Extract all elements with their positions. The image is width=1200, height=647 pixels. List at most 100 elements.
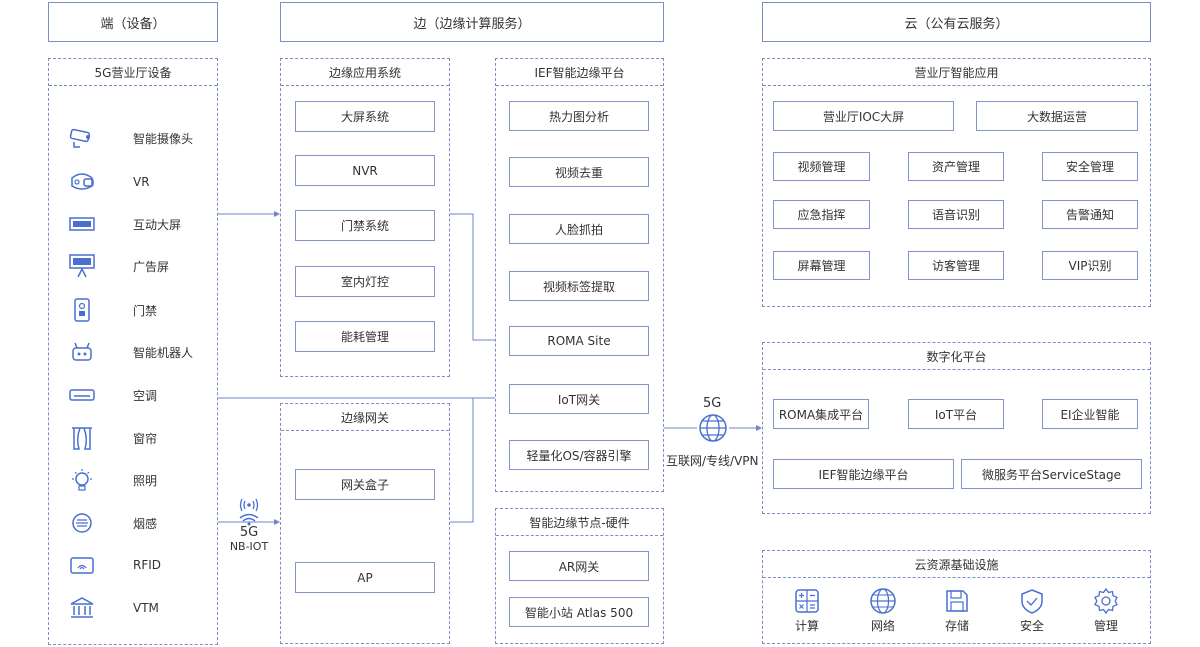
column-header-device: 端（设备） — [48, 2, 218, 42]
vr-headset-icon — [67, 167, 97, 197]
infra-label: 网络 — [870, 619, 895, 633]
hardware-item[interactable]: AR网关 — [509, 551, 649, 581]
digital-platform-panel: 数字化平台 ROMA集成平台 IoT平台 EI企业智能 IEF智能边缘平台 微服… — [762, 342, 1151, 514]
globe-icon — [870, 588, 896, 614]
hall-app-item[interactable]: 告警通知 — [1042, 200, 1138, 229]
hall-app-item[interactable]: 语音识别 — [908, 200, 1004, 229]
infra-label: 安全 — [1019, 619, 1044, 633]
edge-hardware-title: 智能边缘节点-硬件 — [496, 509, 663, 536]
device-item: 智能摄像头 — [49, 123, 217, 153]
device-item: 广告屏 — [49, 251, 217, 281]
hall-app-item[interactable]: 屏幕管理 — [773, 251, 870, 280]
smoke-detector-icon — [67, 508, 97, 538]
device-label: 互动大屏 — [133, 217, 182, 232]
hall-app-item[interactable]: 访客管理 — [908, 251, 1004, 280]
curtain-icon — [67, 423, 97, 453]
device-item: 烟感 — [49, 508, 217, 538]
infra-item[interactable]: 管理 — [1081, 587, 1131, 634]
ief-item[interactable]: 热力图分析 — [509, 101, 649, 131]
app-item[interactable]: 大屏系统 — [295, 101, 435, 132]
column-header-cloud: 云（公有云服务） — [762, 2, 1151, 42]
app-item[interactable]: 室内灯控 — [295, 266, 435, 297]
app-item[interactable]: NVR — [295, 155, 435, 186]
device-item: VR — [49, 167, 217, 197]
gateway-item[interactable]: 网关盒子 — [295, 469, 435, 500]
hall-app-item[interactable]: VIP识别 — [1042, 251, 1138, 280]
wireless-link: 5G NB-IOT — [222, 496, 276, 568]
platform-item[interactable]: IEF智能边缘平台 — [773, 459, 954, 489]
wireless-signal-icon — [239, 498, 259, 526]
device-item: 窗帘 — [49, 423, 217, 453]
infra-label: 计算 — [794, 619, 819, 633]
device-item: VTM — [49, 593, 217, 623]
devices-panel-title: 5G营业厅设备 — [49, 59, 217, 86]
device-item: 照明 — [49, 465, 217, 495]
cloud-infra-panel: 云资源基础设施 计算 网络 存储 安全 管理 — [762, 550, 1151, 644]
ief-item[interactable]: 人脸抓拍 — [509, 214, 649, 244]
ief-item[interactable]: IoT网关 — [509, 384, 649, 414]
column-header-cloud-label: 云（公有云服务） — [904, 16, 1009, 32]
infra-label: 存储 — [944, 619, 969, 633]
large-screen-icon — [67, 209, 97, 239]
calculator-icon — [795, 589, 819, 613]
ad-screen-icon — [67, 251, 97, 281]
infra-item[interactable]: 安全 — [1007, 587, 1057, 634]
device-label: 窗帘 — [133, 431, 158, 446]
robot-icon — [67, 337, 97, 367]
app-item[interactable]: 能耗管理 — [295, 321, 435, 352]
device-label: 广告屏 — [133, 259, 170, 274]
hall-app-item[interactable]: 应急指挥 — [773, 200, 870, 229]
app-item[interactable]: 门禁系统 — [295, 210, 435, 241]
ief-item[interactable]: 视频去重 — [509, 157, 649, 187]
edge-gateway-panel: 边缘网关 网关盒子 AP — [280, 403, 450, 644]
globe-link-icon — [697, 412, 729, 444]
hall-apps-title: 营业厅智能应用 — [763, 59, 1150, 86]
device-item: 门禁 — [49, 295, 217, 325]
infra-item[interactable]: 存储 — [932, 587, 982, 634]
hall-app-item[interactable]: 大数据运营 — [976, 101, 1138, 131]
access-control-icon — [67, 295, 97, 325]
infra-item[interactable]: 计算 — [782, 587, 832, 634]
infra-label: 管理 — [1093, 619, 1118, 633]
device-label: VTM — [133, 601, 159, 615]
ief-item[interactable]: 轻量化OS/容器引擎 — [509, 440, 649, 470]
hall-app-item[interactable]: 视频管理 — [773, 152, 870, 181]
device-item: 空调 — [49, 380, 217, 410]
device-item: 互动大屏 — [49, 209, 217, 239]
device-label: RFID — [133, 558, 162, 572]
device-item: 智能机器人 — [49, 337, 217, 367]
ief-platform-title: IEF智能边缘平台 — [496, 59, 663, 86]
infra-item[interactable]: 网络 — [858, 587, 908, 634]
edge-app-system-panel: 边缘应用系统 大屏系统 NVR 门禁系统 室内灯控 能耗管理 — [280, 58, 450, 377]
hall-app-item[interactable]: 安全管理 — [1042, 152, 1138, 181]
device-label: 智能摄像头 — [133, 131, 194, 146]
cloud-infra-title: 云资源基础设施 — [763, 551, 1150, 578]
column-header-edge-label: 边（边缘计算服务） — [413, 16, 531, 32]
platform-item[interactable]: IoT平台 — [908, 399, 1004, 429]
wireless-nbiot-label: NB-IOT — [229, 540, 269, 553]
hall-apps-panel: 营业厅智能应用 营业厅IOC大屏 大数据运营 视频管理 资产管理 安全管理 应急… — [762, 58, 1151, 307]
arrow-gateway-to-iot — [449, 398, 474, 523]
device-label: 空调 — [133, 388, 158, 403]
network-link-label: 互联网/专线/VPN — [666, 454, 759, 468]
hall-app-item[interactable]: 资产管理 — [908, 152, 1004, 181]
platform-item[interactable]: 微服务平台ServiceStage — [961, 459, 1142, 489]
device-label: 智能机器人 — [133, 345, 194, 360]
platform-item[interactable]: EI企业智能 — [1042, 399, 1138, 429]
floppy-disk-icon — [946, 590, 968, 612]
wireless-5g-label: 5G — [239, 525, 259, 540]
hall-app-item[interactable]: 营业厅IOC大屏 — [773, 101, 954, 131]
device-item: RFID — [49, 550, 217, 580]
devices-panel: 5G营业厅设备 智能摄像头 VR 互动大屏 广告屏 门禁 — [48, 58, 218, 645]
edge-gateway-title: 边缘网关 — [281, 404, 449, 431]
column-header-device-label: 端（设备） — [100, 16, 166, 32]
gear-icon — [1094, 587, 1118, 615]
ief-item[interactable]: ROMA Site — [509, 326, 649, 356]
air-conditioner-icon — [67, 380, 97, 410]
gateway-item[interactable]: AP — [295, 562, 435, 593]
network-5g-label: 5G — [703, 396, 722, 411]
bank-icon — [67, 593, 97, 623]
ief-item[interactable]: 视频标签提取 — [509, 271, 649, 301]
platform-item[interactable]: ROMA集成平台 — [773, 399, 869, 429]
hardware-item[interactable]: 智能小站 Atlas 500 — [509, 597, 649, 627]
